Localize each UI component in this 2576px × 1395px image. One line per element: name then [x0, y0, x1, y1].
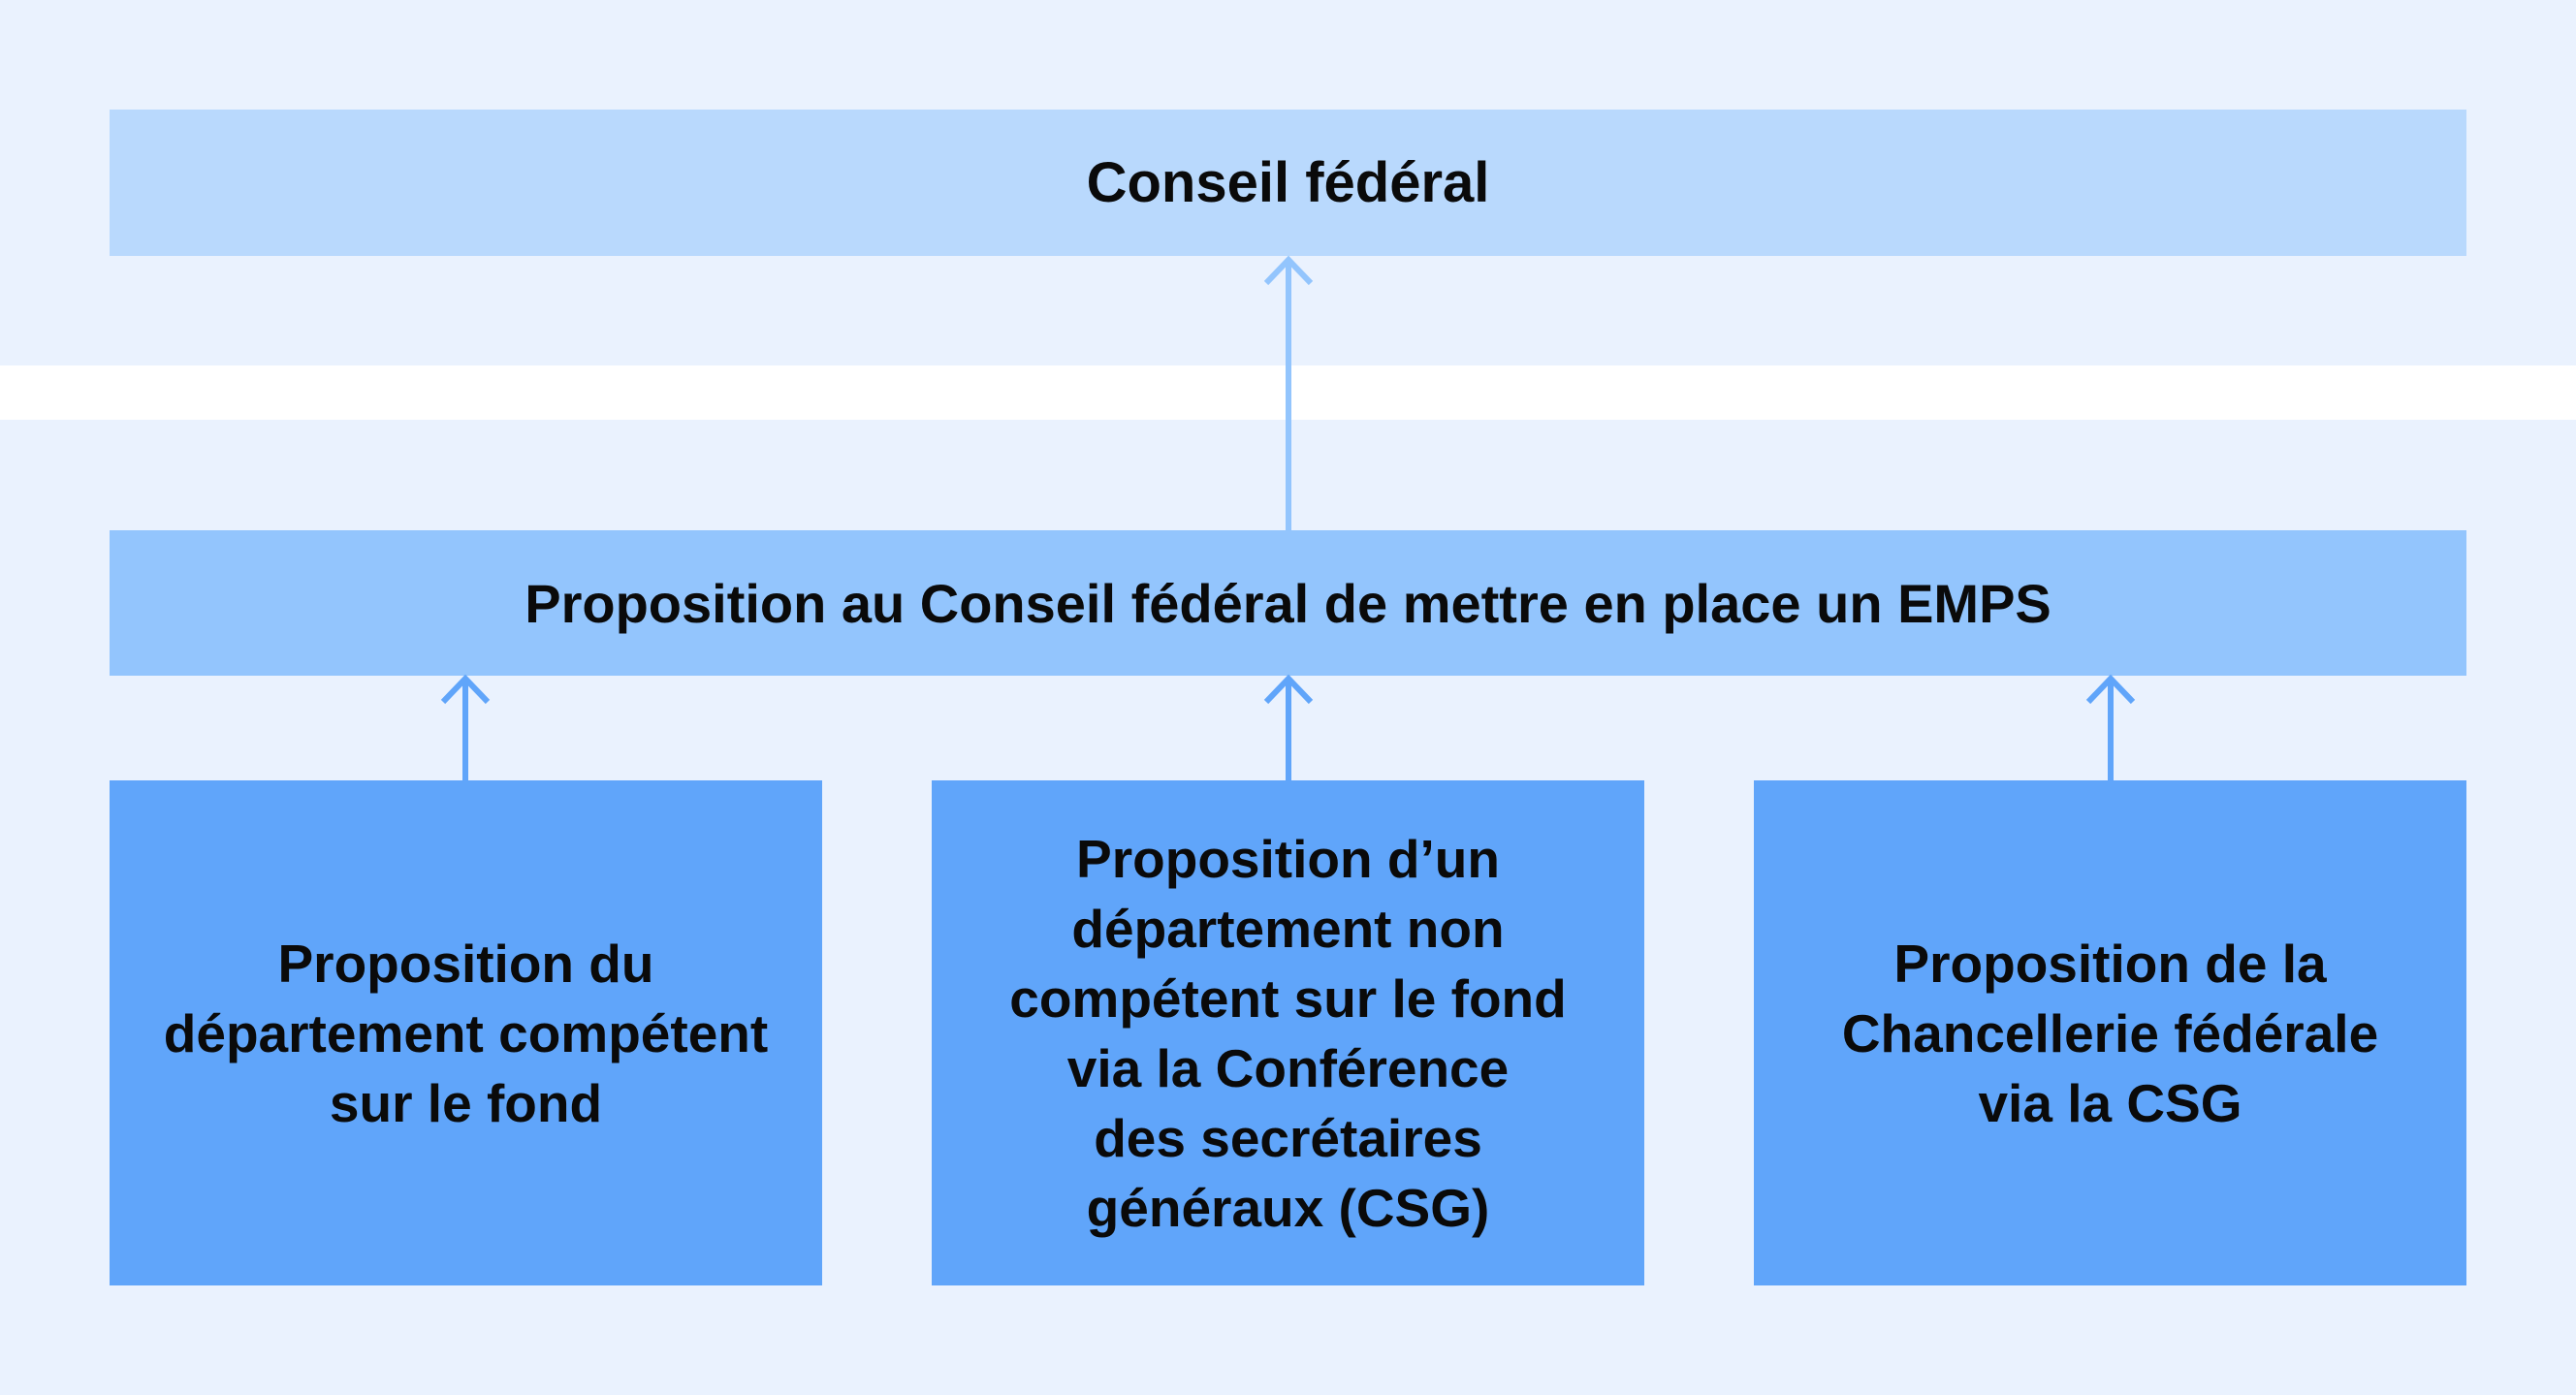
departement-non-competent-label: Proposition d’un département non compéte…	[1009, 828, 1567, 1238]
chancellerie-federale-box: Proposition de la Chancellerie fédérale …	[1754, 780, 2466, 1285]
section-separator	[0, 365, 2576, 420]
chancellerie-federale-label: Proposition de la Chancellerie fédérale …	[1841, 933, 2379, 1133]
proposition-emps-label: Proposition au Conseil fédéral de mettre…	[525, 572, 2051, 634]
departement-competent-box: Proposition du département compétent sur…	[110, 780, 822, 1285]
conseil-federal-box: Conseil fédéral	[110, 110, 2466, 256]
departement-competent-label: Proposition du département compétent sur…	[163, 933, 769, 1133]
conseil-federal-label: Conseil fédéral	[1086, 151, 1490, 214]
departement-non-competent-box: Proposition d’un département non compéte…	[932, 780, 1644, 1285]
proposition-emps-box: Proposition au Conseil fédéral de mettre…	[110, 530, 2466, 676]
